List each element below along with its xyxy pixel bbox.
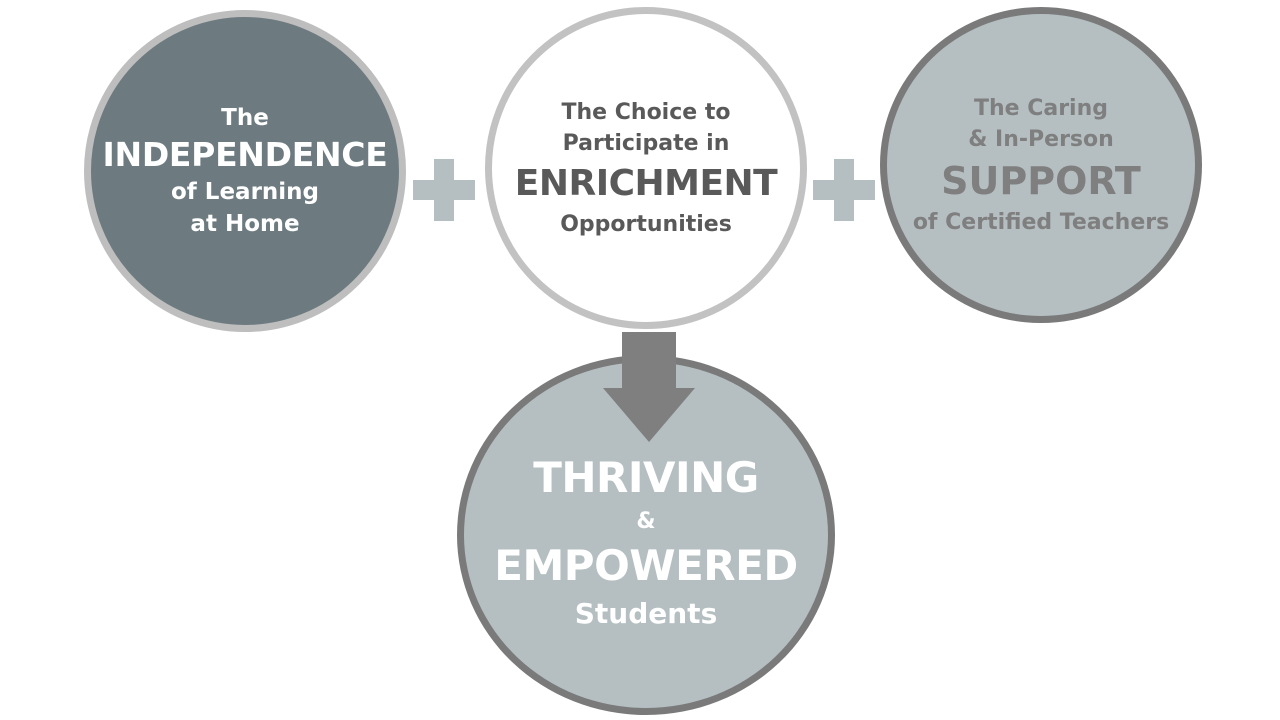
circle-independence-line4: at Home <box>190 211 300 237</box>
plus-icon <box>413 159 475 221</box>
circle-support-line2: & In-Person <box>968 126 1114 152</box>
circle-support-emphasis: SUPPORT <box>941 158 1141 203</box>
circle-enrichment-line2: Participate in <box>562 130 730 156</box>
result-line4: Students <box>574 597 718 630</box>
circle-enrichment-line4: Opportunities <box>560 211 732 237</box>
circle-independence-line3: of Learning <box>170 179 320 205</box>
circle-enrichment-emphasis: ENRICHMENT <box>514 162 778 204</box>
circle-independence-emphasis: INDEPENDENCE <box>102 135 388 174</box>
circle-support-line4: of Certified Teachers <box>912 209 1170 235</box>
circle-enrichment-line1: The Choice to <box>561 99 731 125</box>
arrow-down-icon <box>603 332 695 442</box>
circle-enrichment: The Choice to Participate in ENRICHMENT … <box>485 7 807 329</box>
circle-support: The Caring & In-Person SUPPORT of Certif… <box>880 7 1202 323</box>
result-emphasis1: THRIVING <box>533 453 759 502</box>
result-emphasis2: EMPOWERED <box>494 541 798 590</box>
plus-icon <box>813 159 875 221</box>
result-amp: & <box>636 509 656 534</box>
circle-independence-line1: The <box>221 105 269 131</box>
circle-support-line1: The Caring <box>973 95 1109 121</box>
circle-independence: The INDEPENDENCE of Learning at Home <box>84 10 406 332</box>
